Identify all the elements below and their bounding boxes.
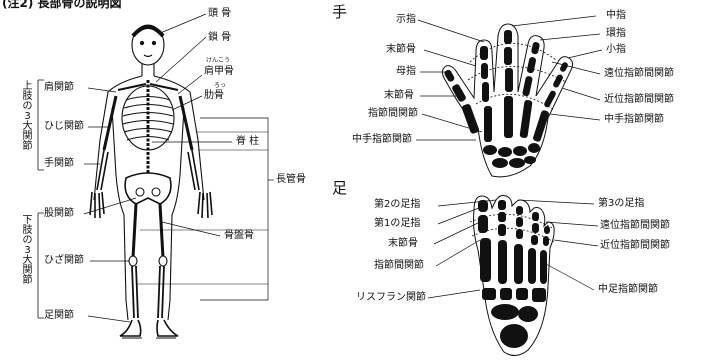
scapula-ruby: けんこう: [206, 57, 231, 64]
lower-limb-group-label: 下肢の3大関節: [22, 215, 33, 286]
hand-dip-joint-label: 遠位指節間関節: [604, 68, 674, 79]
rib-ruby: ろっ: [214, 82, 227, 89]
index-finger-label: 示指: [396, 14, 416, 25]
knee-joint-label: ひざ関節: [44, 255, 84, 266]
hand-ip-joint-label: 指節間関節: [368, 108, 418, 119]
little-finger-label: 小指: [606, 44, 626, 55]
third-toe-label: 第3の足指: [598, 198, 645, 209]
ring-finger-label: 環指: [606, 28, 626, 39]
foot-distal-bone-label: 末節骨: [388, 238, 418, 249]
hand-distal-bone-label: 末節骨: [386, 44, 416, 55]
skull-label: 頭 骨: [208, 8, 232, 19]
clavicle-label: 鎖 骨: [208, 32, 232, 43]
foot-mtp-joint-label: 中足指節関節: [598, 284, 658, 295]
ankle-joint-label: 足関節: [44, 310, 74, 321]
elbow-joint-label: ひじ関節: [44, 121, 84, 132]
first-toe-label: 第1の足指: [374, 218, 421, 229]
foot-dip-joint-label: 遠位指節間関節: [600, 220, 670, 231]
hand-mcp-joint-left-label: 中手指節関節: [352, 134, 412, 145]
foot-heading: 足: [332, 179, 348, 197]
thumb-label: 母指: [396, 66, 416, 77]
scapula-label: 肩甲骨: [204, 66, 234, 77]
shoulder-joint-label: 肩関節: [44, 82, 74, 93]
page-title: (注2) 長部骨の説明図: [2, 0, 122, 10]
upper-limb-group-label: 上肢の3大関節: [22, 81, 33, 152]
wrist-joint-label: 手関節: [44, 158, 74, 169]
middle-finger-label: 中指: [606, 10, 626, 21]
rib-label: 肋骨: [204, 90, 224, 101]
lisfranc-joint-label: リスフラン関節: [356, 292, 426, 303]
spine-label: 脊 柱: [236, 136, 260, 147]
foot-pip-joint-label: 近位指節間関節: [600, 240, 670, 251]
foot-ip-joint-label: 指節間関節: [374, 260, 424, 271]
hand-mcp-joint-right-label: 中手指節関節: [604, 114, 664, 125]
hand-distal-bone-thumb-label: 末節骨: [384, 90, 414, 101]
hip-joint-label: 股関節: [44, 208, 74, 219]
hand-heading: 手: [332, 3, 348, 21]
hand-pip-joint-label: 近位指節間関節: [604, 94, 674, 105]
long-bone-label: 長管骨: [276, 174, 306, 185]
pelvis-label: 骨盤骨: [224, 230, 254, 241]
second-toe-label: 第2の足指: [374, 199, 421, 210]
